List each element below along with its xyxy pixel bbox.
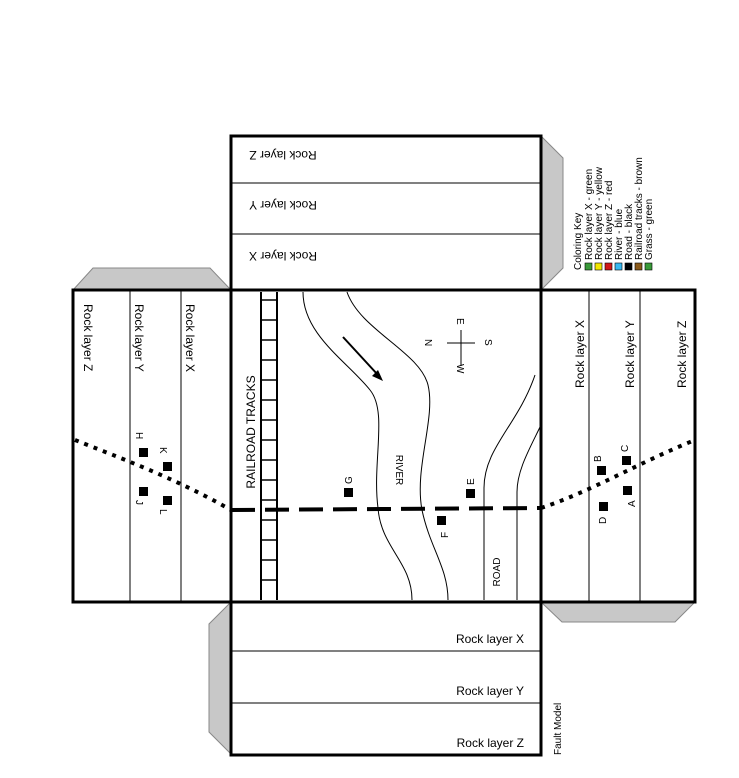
top-layer-label-2: Rock layer Y [249,198,317,212]
flap-bottom-right [539,601,697,623]
railroad-tracks [260,292,278,600]
panel-left [71,288,233,604]
compass-s: S [482,339,493,346]
sample-point-g: G [344,476,355,497]
point-label-e: E [466,478,477,485]
key-swatch-red [604,262,613,271]
coloring-key-title: Coloring Key [573,213,584,270]
bottom-layer-label-3: Rock layer Z [457,736,524,750]
key-item-label: River - blue [614,208,625,260]
left-layer-label-1: Rock layer Z [81,304,95,371]
key-swatch-black [624,262,633,271]
panel-bottom [229,600,543,757]
point-label-l: L [157,509,168,515]
sample-point-c: C [620,445,631,465]
road [483,374,542,600]
bottom-layer-label-1: Rock layer X [456,632,524,646]
flap-bottom-left [208,600,232,756]
key-item-label: Grass - green [644,199,655,260]
left-layer-label-3: Rock layer X [183,304,197,372]
key-item-label: Railroad tracks - brown [634,157,645,260]
sample-point-d: D [598,502,609,524]
key-swatch-blue [614,262,623,271]
point-label-f: F [440,532,451,538]
sample-point-b: B [593,455,606,475]
compass-w: W [454,364,465,374]
river-label: RIVER [393,455,404,486]
fault-line [74,438,696,512]
caption: Fault Model [553,703,564,755]
point-label-g: G [344,476,355,484]
right-layer-label-1: Rock layer X [573,320,587,388]
right-layer-label-3: Rock layer Z [675,321,689,388]
sample-point-a: A [623,486,638,507]
point-label-c: C [620,445,631,452]
panel-right [539,288,697,604]
point-label-d: D [598,517,609,524]
flap-top-right [540,134,564,292]
flap-top-left [71,267,233,291]
left-layer-label-2: Rock layer Y [132,304,146,372]
compass-icon: N E S W [422,318,493,374]
sample-point-l: L [157,496,172,515]
key-swatch-green [584,262,593,271]
sample-point-h: H [133,432,148,457]
top-layer-label-1: Rock layer Z [249,148,316,162]
river [302,291,449,601]
road-label: ROAD [492,558,503,587]
point-label-a: A [627,500,638,507]
key-swatch-green [644,262,653,271]
key-swatch-brown [634,262,643,271]
flow-arrow [342,336,383,381]
sample-point-e: E [466,478,477,498]
railroad-label: RAILROAD TRACKS [244,375,258,488]
key-item-label: Rock layer X - green [584,169,595,260]
key-item-label: Rock layer Z - red [604,181,615,260]
sample-point-k: K [157,447,172,471]
point-label-j: J [133,500,144,505]
compass-e: E [454,318,465,325]
point-label-k: K [157,447,168,454]
sample-point-f: F [437,516,451,538]
point-label-h: H [133,432,144,439]
key-item-label: Road - black [624,203,635,260]
key-swatch-yellow [594,262,603,271]
key-item-label: Rock layer Y - yellow [594,166,605,260]
top-layer-label-3: Rock layer X [249,249,317,263]
right-layer-label-2: Rock layer Y [623,320,637,388]
panel-top [229,134,543,292]
sample-point-j: J [133,487,148,505]
point-label-b: B [593,455,604,462]
bottom-layer-label-2: Rock layer Y [456,684,524,698]
compass-n: N [422,339,433,346]
